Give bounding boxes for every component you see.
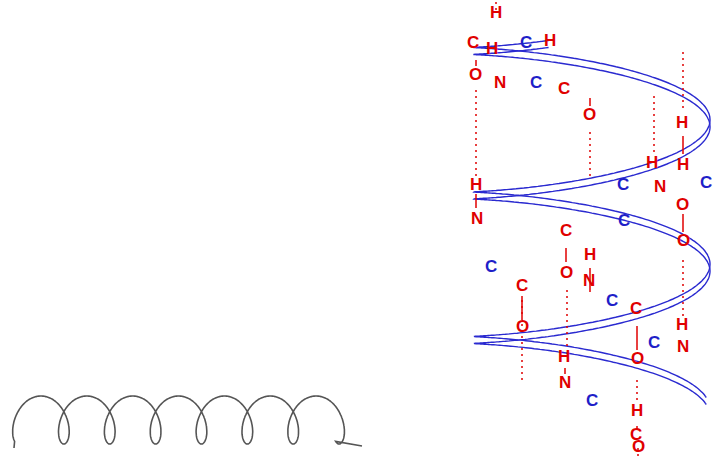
coil-path [13,396,362,448]
atom-label: O [632,438,645,455]
atom-label: H [486,40,498,57]
bond [589,98,591,106]
atom-label: H [490,4,502,21]
atom-label: C [700,174,712,191]
atom-label: O [560,264,573,281]
bond [636,326,638,350]
atom-label: C [516,277,528,294]
atom-label: H [544,32,556,49]
atom-label: H [646,154,658,171]
atom-label: H [676,316,688,333]
h-bond [682,52,684,112]
bond [682,136,684,154]
atom-label: O [631,350,644,367]
atom-label: C [618,212,630,229]
atom-label: N [559,374,571,391]
atom-label: N [654,178,666,195]
atom-label: C [648,334,660,351]
atom-label: C [467,34,479,51]
bond [565,248,567,262]
ribbon-strand [474,48,710,405]
atom-label: O [583,106,596,123]
helix-ribbon [474,41,710,405]
atom-label: N [583,272,595,289]
atom-label: H [677,156,689,173]
h-bond [566,290,568,346]
atom-label: C [485,258,497,275]
atom-label: N [677,338,689,355]
h-bond [653,96,655,152]
hydrogen-bonds [476,0,683,456]
h-bond [682,260,684,316]
atom-label: C [630,300,642,317]
atom-label: N [494,74,506,91]
atom-label: C [558,80,570,97]
h-bond [636,380,638,402]
atom-label: H [470,176,482,193]
bond [475,194,477,208]
atom-label: H [631,402,643,419]
coil-spring [13,396,362,448]
atom-label: O [676,196,689,213]
h-bond [475,90,477,176]
atom-label: O [516,318,529,335]
atom-label: H [558,348,570,365]
atom-label: C [520,34,532,51]
atom-label: O [677,232,690,249]
atom-label: C [606,292,618,309]
atom-label: H [676,114,688,131]
atom-label: C [586,392,598,409]
atom-label: C [530,74,542,91]
atom-label: O [469,66,482,83]
atom-label: H [584,246,596,263]
h-bond [589,132,591,180]
atom-label: N [471,210,483,227]
atom-label: C [560,222,572,239]
bond [682,214,684,232]
atom-label: C [617,176,629,193]
bond [521,296,523,318]
ribbon-strand [474,41,710,398]
